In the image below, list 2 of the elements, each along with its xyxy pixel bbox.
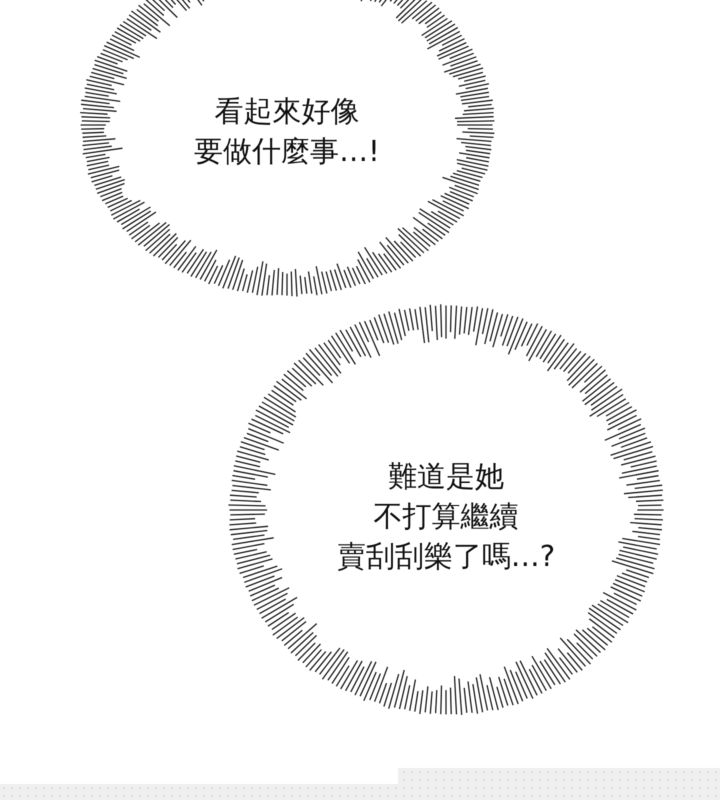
- bubble-text: 看起來好像要做什麼事…!: [194, 93, 380, 170]
- bubble-text: 難道是她不打算繼續賣刮刮樂了嗎…?: [336, 458, 556, 575]
